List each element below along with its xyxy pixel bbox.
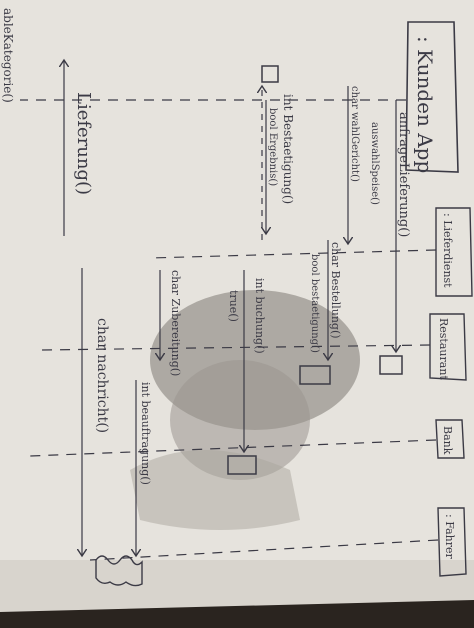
activation-fahrer-scribble [95, 555, 143, 587]
message-label-m10: char Zubereitung() [169, 270, 182, 376]
message-label-m1: anfrageLieferung() [396, 112, 411, 237]
activation-kunden-app [261, 65, 279, 83]
lifeline-restaurant [39, 344, 431, 351]
lifeline-header-fahrer: : Fahrer [437, 507, 467, 577]
lifeline-header-lieferdienst: : Lieferdienst [435, 207, 473, 297]
lifeline-label-lieferdienst: : Lieferdienst [441, 213, 454, 288]
lifeline-label-kunden-app: : Kunden App [413, 36, 437, 173]
message-label-m6: int Bestaetigung() [281, 94, 295, 204]
message-label-m9: true() [227, 290, 240, 322]
lifeline-label-fahrer: : Fahrer [443, 514, 456, 559]
activation-restaurant-2 [299, 365, 331, 385]
message-label-m5: bool bestaetigung() [309, 254, 320, 353]
lifeline-header-restaurant: Restaurant [429, 313, 467, 381]
lifeline-header-kunden-app: : Kunden App [405, 21, 459, 173]
message-label-m11: int beauftragung() [139, 382, 152, 485]
message-label-m8: int buchung() [253, 278, 266, 354]
message-label-m12: char nachricht() [94, 318, 110, 433]
message-label-m2: auswahlSpeise() [369, 122, 380, 205]
activation-bank [227, 455, 257, 475]
lifeline-fahrer [89, 539, 439, 561]
lifeline-label-bank: Bank [441, 426, 454, 455]
message-label-m7: bool Ergebnis() [267, 108, 278, 186]
heading-fragment: ableKategorie() [1, 8, 15, 103]
lifeline-label-restaurant: Restaurant [437, 318, 450, 380]
message-label-m4: char Bestellung() [329, 242, 342, 339]
lifeline-bank [29, 439, 437, 457]
lifeline-lieferdienst [149, 249, 437, 259]
message-label-m13: Lieferung() [73, 92, 94, 195]
message-label-m3: char wahlGericht() [349, 86, 360, 182]
activation-restaurant-1 [379, 355, 403, 375]
lifeline-header-bank: Bank [435, 419, 465, 459]
